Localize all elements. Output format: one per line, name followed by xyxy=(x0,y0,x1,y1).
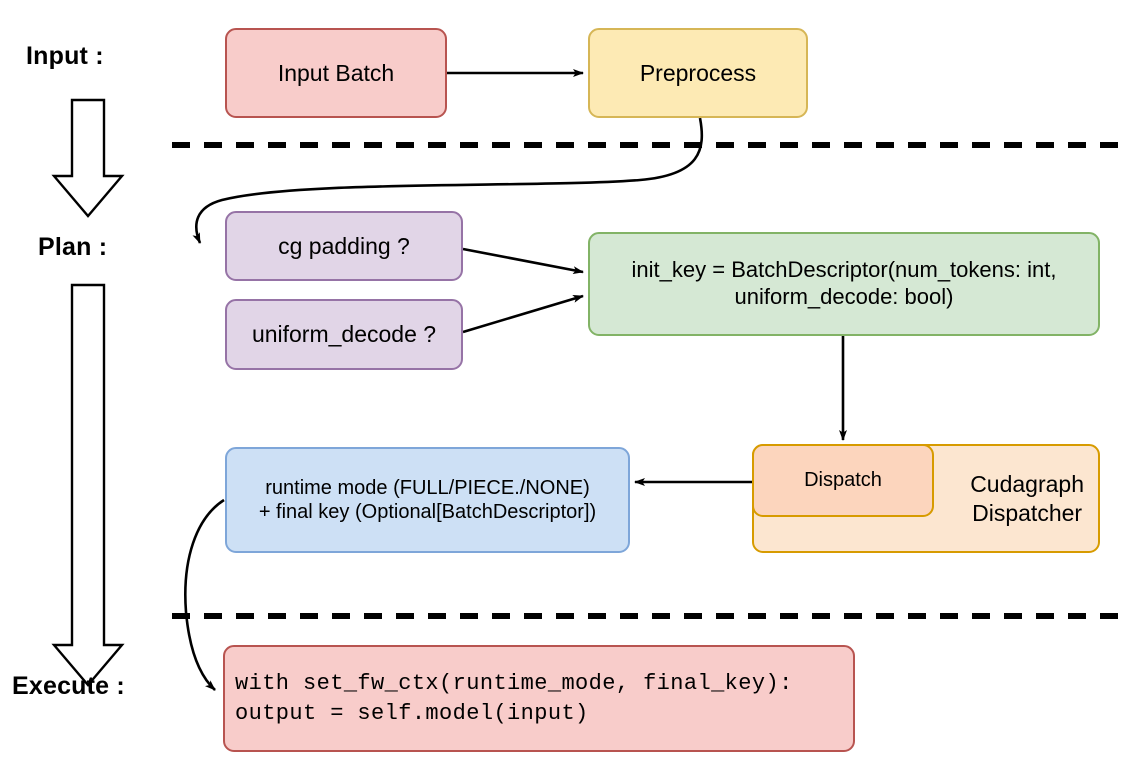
edge-runtime-mode-to-code-block xyxy=(184,498,225,691)
stage-label-input: Input : xyxy=(26,42,104,70)
node-preprocess[interactable]: Preprocess xyxy=(588,28,808,118)
input-to-plan-arrow xyxy=(51,98,125,218)
stage-label-execute: Execute : xyxy=(12,672,125,700)
node-uniform-decode[interactable]: uniform_decode ? xyxy=(225,299,463,370)
edge-uniform-decode-to-init-key xyxy=(462,294,584,334)
node-runtime-mode-final-key[interactable]: runtime mode (FULL/PIECE./NONE) + final … xyxy=(225,447,630,553)
node-cg-padding[interactable]: cg padding ? xyxy=(225,211,463,281)
edge-cg-padding-to-init-key xyxy=(462,247,584,275)
node-dispatch[interactable]: Dispatch xyxy=(752,444,934,517)
node-init-key-batch-descriptor[interactable]: init_key = BatchDescriptor(num_tokens: i… xyxy=(588,232,1100,336)
stage-label-plan: Plan : xyxy=(38,233,108,261)
node-code-block[interactable]: with set_fw_ctx(runtime_mode, final_key)… xyxy=(223,645,855,752)
node-input-batch[interactable]: Input Batch xyxy=(225,28,447,118)
plan-to-execute-arrow xyxy=(51,283,125,687)
